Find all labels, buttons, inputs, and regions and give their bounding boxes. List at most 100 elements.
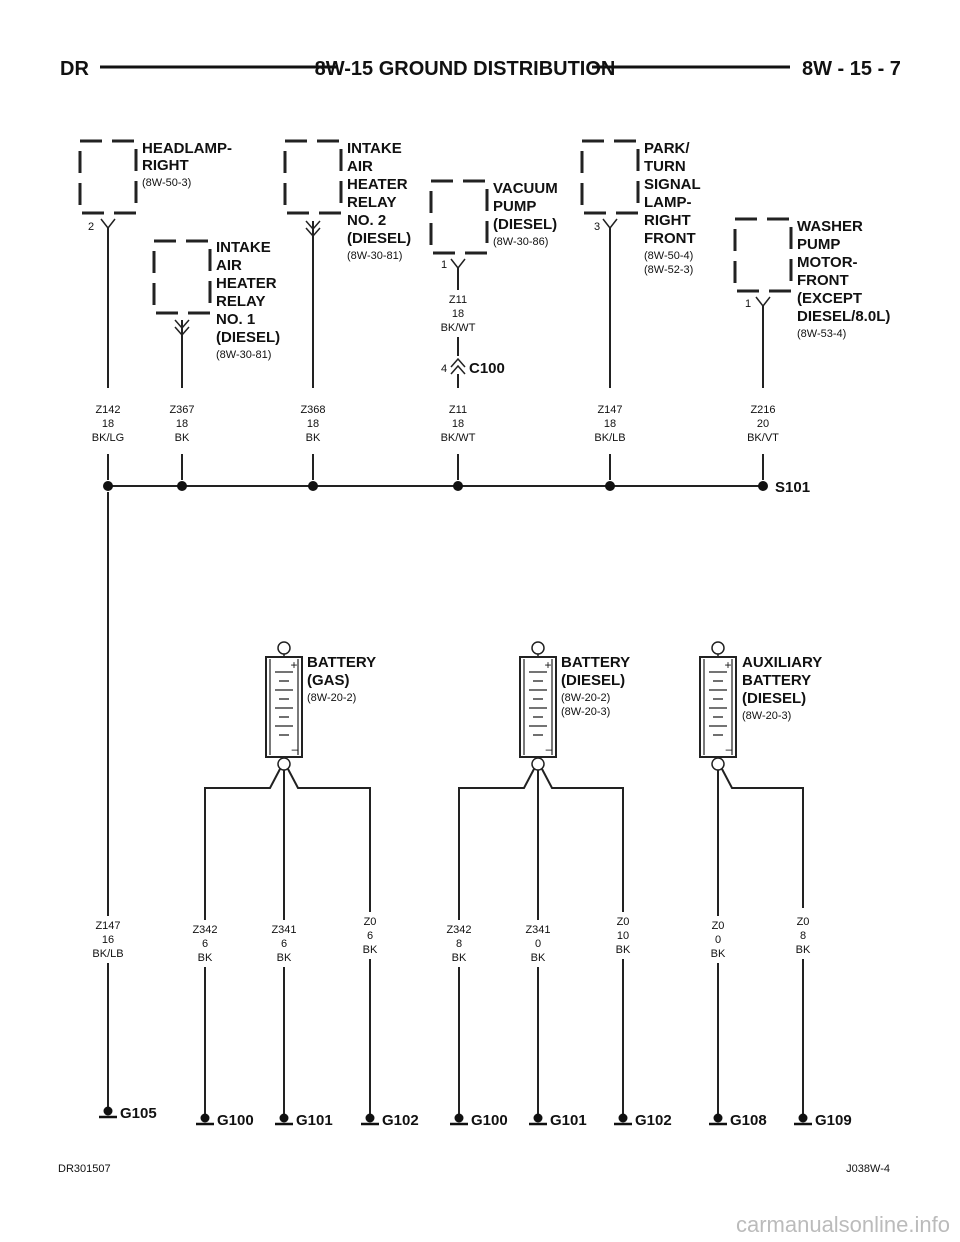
battery-case xyxy=(265,656,303,758)
wire-color: BK xyxy=(616,944,631,956)
component-ref: (8W-30-86) xyxy=(493,236,548,248)
wire-gauge: 0 xyxy=(715,934,721,946)
wire-color: BK/LG xyxy=(92,432,124,444)
battery-ref: (8W-20-3) xyxy=(742,710,791,722)
wire-gauge: 6 xyxy=(367,930,373,942)
splice-node xyxy=(308,481,318,491)
wire-gauge: 8 xyxy=(456,938,462,950)
ground-icon xyxy=(798,1113,808,1123)
component-park-turn-signal-lamp: PARK/ TURN SIGNAL LAMP- RIGHT FRONT (8W-… xyxy=(580,139,701,388)
ground-icon xyxy=(103,1106,113,1116)
wire-color: BK xyxy=(277,952,292,964)
component-label-line: DIESEL/8.0L) xyxy=(797,308,890,325)
component-washer-pump-motor: WASHER PUMP MOTOR- FRONT (EXCEPT DIESEL/… xyxy=(733,217,890,388)
component-label-line: HEATER xyxy=(216,275,277,292)
battery-label-line: BATTERY xyxy=(742,672,811,689)
wire xyxy=(721,768,804,908)
ground-label: G101 xyxy=(550,1112,587,1129)
battery-terminal-positive xyxy=(711,641,725,655)
splice-node xyxy=(758,481,768,491)
component-label-line: PARK/ xyxy=(644,140,690,157)
battery-case xyxy=(519,656,557,758)
component-ref: (8W-50-4) xyxy=(644,250,693,262)
wire-color: BK/VT xyxy=(747,432,779,444)
battery-minus-sign: – xyxy=(546,742,553,756)
component-label-line: AIR xyxy=(216,257,242,274)
battery-label-line: (GAS) xyxy=(307,672,350,689)
ground-label: G100 xyxy=(471,1112,508,1129)
page-header: DR 8W-15 GROUND DISTRIBUTION 8W - 15 - 7 xyxy=(60,58,901,80)
wire-circuit: Z341 xyxy=(271,924,296,936)
wire-circuit: Z0 xyxy=(797,916,810,928)
wire-color: BK xyxy=(363,944,378,956)
component-headlamp-right: HEADLAMP- RIGHT (8W-50-3) 2 xyxy=(78,139,232,388)
wire-circuit: Z147 xyxy=(597,404,622,416)
battery-ref: (8W-20-2) xyxy=(307,692,356,704)
connector-pin-number: 4 xyxy=(441,363,447,375)
component-ref: (8W-30-81) xyxy=(347,250,402,262)
wire-gauge: 18 xyxy=(307,418,319,430)
battery-plus-sign: + xyxy=(544,658,551,672)
ground-label: G102 xyxy=(382,1112,419,1129)
battery-plus-sign: + xyxy=(724,658,731,672)
connector-female-icon xyxy=(450,258,466,270)
wire-gauge: 18 xyxy=(604,418,616,430)
component-box xyxy=(78,139,138,215)
ground-label: G109 xyxy=(815,1112,852,1129)
component-label-line: AIR xyxy=(347,158,373,175)
ground-icon xyxy=(713,1113,723,1123)
wire-gauge: 20 xyxy=(757,418,769,430)
page-title: 8W-15 GROUND DISTRIBUTION xyxy=(315,58,616,80)
battery-terminal-positive xyxy=(277,641,291,655)
wire-circuit: Z342 xyxy=(192,924,217,936)
component-box xyxy=(152,239,212,315)
component-label-line: RELAY xyxy=(347,194,396,211)
wire-circuit: Z11 xyxy=(449,404,467,416)
wire-gauge: 0 xyxy=(535,938,541,950)
component-label-line: MOTOR- xyxy=(797,254,858,271)
lower-wires: Z14716BK/LBG105Z3426BKG100Z3416BKG101Z06… xyxy=(92,492,852,1129)
battery-minus-sign: – xyxy=(726,742,733,756)
battery-ref: (8W-20-2) xyxy=(561,692,610,704)
header-left: DR xyxy=(60,58,89,80)
component-label-line: INTAKE xyxy=(347,140,402,157)
component-label-line: NO. 2 xyxy=(347,212,386,229)
wire-color: BK xyxy=(306,432,321,444)
battery-label-line: BATTERY xyxy=(307,654,376,671)
wire-gauge: 18 xyxy=(176,418,188,430)
battery-terminal-negative xyxy=(531,757,545,771)
battery-terminal-negative xyxy=(277,757,291,771)
wire-color: BK/LB xyxy=(92,948,123,960)
component-label-line: (EXCEPT xyxy=(797,290,862,307)
battery-ground-branch xyxy=(204,768,371,920)
component-label-line: FRONT xyxy=(797,272,849,289)
battery-ref: (8W-20-3) xyxy=(561,706,610,718)
connector-female-icon xyxy=(100,218,116,230)
battery-label-line: (DIESEL) xyxy=(742,690,806,707)
watermark: carmanualsonline.info xyxy=(736,1212,950,1237)
wire-gauge: 6 xyxy=(281,938,287,950)
pin-number: 1 xyxy=(441,259,447,271)
wire-circuit: Z0 xyxy=(617,916,630,928)
component-label-line: HEATER xyxy=(347,176,408,193)
component-label-line: PUMP xyxy=(797,236,840,253)
component-label-line: HEADLAMP- xyxy=(142,140,232,157)
splice-node xyxy=(177,481,187,491)
header-page-number: 8W - 15 - 7 xyxy=(802,58,901,80)
component-label-line: RIGHT xyxy=(644,212,691,229)
wire xyxy=(204,768,281,920)
wire xyxy=(287,768,371,912)
wire-circuit: Z142 xyxy=(95,404,120,416)
splice-s101: S101 xyxy=(103,479,810,496)
ground-label: G100 xyxy=(217,1112,254,1129)
wire-color: BK xyxy=(711,948,726,960)
wire-color: BK/WT xyxy=(441,432,476,444)
ground-label: G105 xyxy=(120,1105,157,1122)
